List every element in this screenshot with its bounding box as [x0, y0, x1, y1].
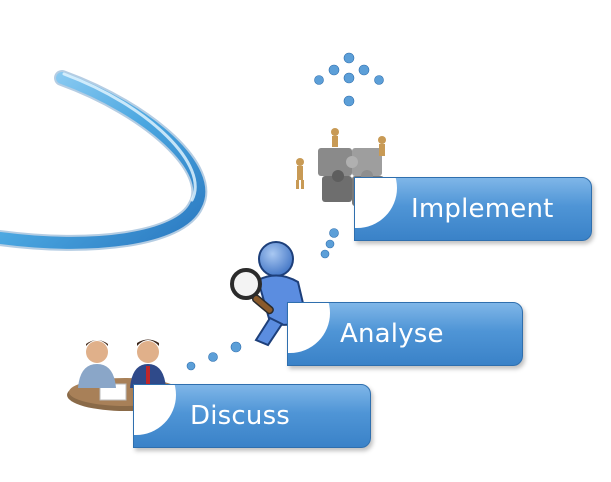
step-analyse: Analyse: [287, 302, 523, 366]
trail-dot: [320, 249, 330, 259]
arrow-dot: [343, 52, 355, 64]
trail-dot: [329, 228, 339, 238]
arrow-dot: [343, 95, 355, 107]
arrow-dot: [343, 72, 355, 84]
trail-dot: [325, 239, 335, 249]
trail-dot: [186, 361, 196, 371]
trail-dot: [208, 352, 218, 362]
step-label: Discuss: [190, 401, 291, 431]
arrow-dot: [328, 64, 340, 76]
trail-dot: [230, 341, 242, 353]
step-implement: Implement: [354, 177, 592, 241]
arrow-dot: [314, 75, 324, 85]
step-label: Analyse: [340, 319, 444, 349]
arrow-dot: [374, 75, 384, 85]
step-discuss: Discuss: [133, 384, 371, 448]
arrow-dot: [358, 64, 370, 76]
step-label: Implement: [411, 194, 554, 224]
